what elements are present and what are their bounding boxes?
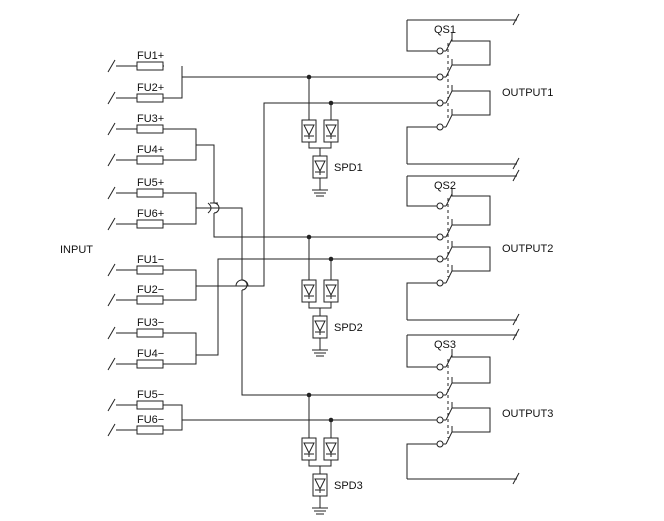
output-label: OUTPUT3 — [502, 408, 553, 420]
fuse-label: FU5+ — [137, 177, 164, 189]
fuse — [107, 398, 164, 412]
output-label: OUTPUT1 — [502, 87, 553, 99]
fuse — [107, 153, 164, 167]
fuse — [107, 263, 164, 277]
input-label: INPUT — [60, 244, 93, 256]
fuse-label: FU3− — [137, 317, 164, 329]
spd-label: SPD2 — [334, 322, 363, 334]
fuse — [107, 217, 164, 231]
fuse — [107, 326, 164, 340]
fuse-label: FU6− — [137, 414, 164, 426]
fuse-label: FU4− — [137, 348, 164, 360]
fuse — [107, 357, 164, 371]
fuse-label: FU1− — [137, 254, 164, 266]
switch-label: QS2 — [434, 180, 456, 192]
fuse — [107, 59, 164, 73]
fuse-label: FU6+ — [137, 208, 164, 220]
switch-group — [406, 328, 520, 485]
fuse — [107, 91, 164, 105]
spd — [301, 237, 339, 357]
fuse — [107, 186, 164, 200]
fuse — [107, 423, 164, 437]
switch-label: QS1 — [434, 24, 456, 36]
fuse-label: FU3+ — [137, 113, 164, 125]
switch-group — [406, 169, 520, 326]
spd — [301, 77, 339, 197]
switch-group — [406, 13, 520, 170]
fuse-label: FU1+ — [137, 50, 164, 62]
spd-label: SPD3 — [334, 480, 363, 492]
spd-label: SPD1 — [334, 162, 363, 174]
fuse-label: FU5− — [137, 389, 164, 401]
fuse — [107, 293, 164, 307]
fuse-label: FU4+ — [137, 144, 164, 156]
fuse-label: FU2− — [137, 284, 164, 296]
diagram-elements: FU1+ FU2+ FU3+ FU4+ FU5+ FU6+ FU1− FU2− FU3− FU4−… — [107, 13, 553, 515]
fuse-label: FU2+ — [137, 82, 164, 94]
output-label: OUTPUT2 — [502, 243, 553, 255]
wiring — [164, 66, 440, 431]
spd — [301, 395, 339, 515]
switch-label: QS3 — [434, 339, 456, 351]
fuse — [107, 122, 164, 136]
